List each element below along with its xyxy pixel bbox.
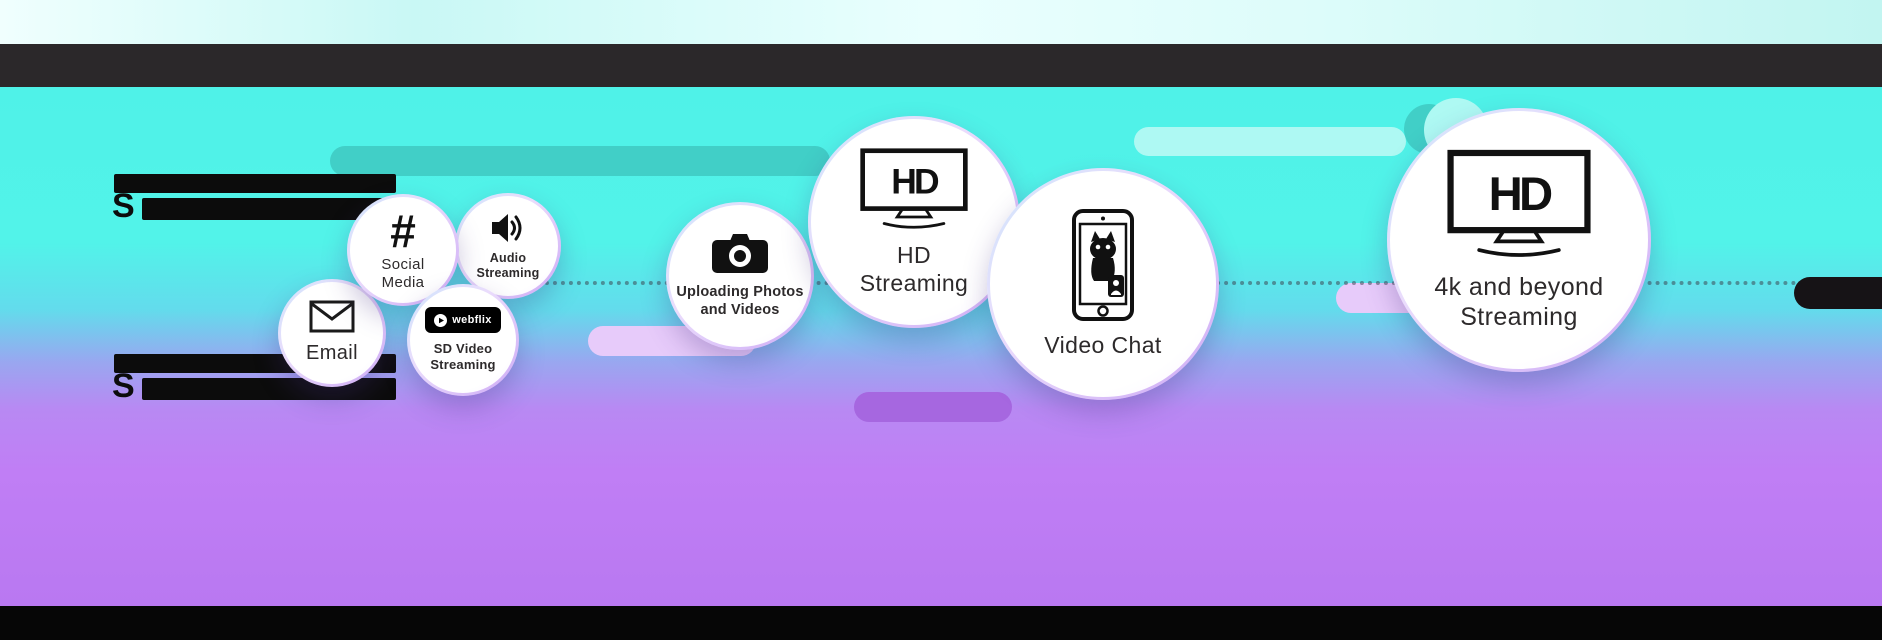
bubble-label: 4k and beyond Streaming [1434, 272, 1604, 332]
webflix-badge: webflix [425, 307, 501, 334]
hd-logo-text: HD [891, 162, 939, 202]
decor-pill-purple [854, 392, 1012, 422]
bubble-label: Video Chat [1044, 331, 1162, 358]
bubble-email: Email [278, 279, 386, 387]
bubble-surface: HD 4k and beyond Streaming [1390, 111, 1648, 369]
bubble-surface: Email [281, 282, 383, 384]
bubble-surface: HD HD Streaming [811, 119, 1017, 325]
play-icon [434, 313, 448, 327]
bubble-audio-streaming: Audio Streaming [455, 193, 561, 299]
bubble-surface: Video Chat [990, 171, 1216, 397]
redacted-text-bar [114, 174, 396, 193]
header-bar [0, 44, 1882, 87]
hd-tv-icon: HD [860, 148, 968, 229]
bubble-surface: webflix SD Video Streaming [410, 287, 516, 393]
bubble-surface: # Social Media [350, 197, 456, 303]
webflix-label: webflix [452, 314, 492, 327]
heading-initial: S [112, 187, 135, 225]
bubble-uploading-photos-videos: Uploading Photos and Videos [666, 202, 814, 350]
hd-logo-text: HD [1489, 168, 1552, 221]
bubble-social-media: # Social Media [347, 194, 459, 306]
decor-pill-cyan-light [1134, 127, 1406, 156]
footer-bar [0, 606, 1882, 640]
bubble-hd-streaming: HD HD Streaming [808, 116, 1020, 328]
bubble-label: Email [305, 342, 358, 365]
bubble-4k-streaming: HD 4k and beyond Streaming [1387, 108, 1651, 372]
bubble-label: Social Media [381, 255, 425, 291]
video-call-phone-icon [1072, 208, 1134, 321]
top-gradient-strip [0, 0, 1882, 44]
redacted-text-bar [142, 378, 396, 400]
bubble-label: Audio Streaming [476, 250, 540, 280]
bubble-sd-video-streaming: webflix SD Video Streaming [407, 284, 519, 396]
hashtag-icon: # [390, 204, 416, 257]
bubble-label: Uploading Photos and Videos [676, 284, 804, 318]
bubble-label: SD Video Streaming [430, 341, 496, 372]
decor-pill-teal [330, 146, 830, 176]
bubble-surface: Audio Streaming [458, 196, 558, 296]
camera-icon [712, 234, 768, 274]
speaker-icon [492, 213, 522, 242]
bubble-surface: Uploading Photos and Videos [669, 205, 811, 347]
bubble-video-chat: Video Chat [987, 168, 1219, 400]
heading-initial: S [112, 367, 135, 405]
envelope-icon [309, 300, 355, 333]
decor-pill-black [1794, 277, 1882, 309]
hd-tv-icon: HD [1447, 149, 1591, 257]
redacted-text-bar [142, 198, 396, 220]
bubble-label: HD Streaming [859, 241, 969, 296]
